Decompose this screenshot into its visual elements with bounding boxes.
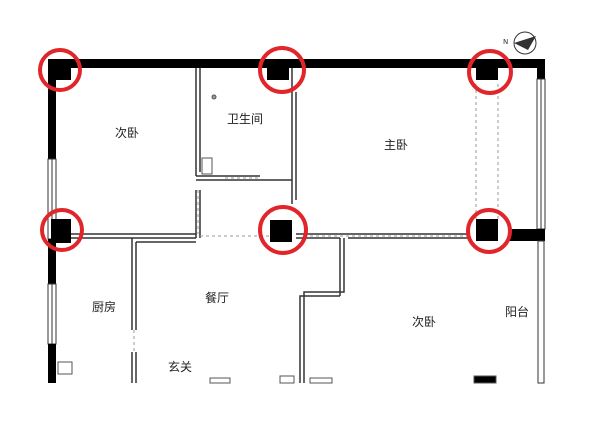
bottom-fixture-1 xyxy=(209,377,231,384)
label-secondary-bedroom-1: 次卧 xyxy=(115,126,139,140)
column-markers xyxy=(38,46,513,255)
column-mid-right xyxy=(476,219,498,241)
left-wall-mid xyxy=(48,239,56,284)
middle-horizontal-wall xyxy=(56,233,196,239)
fixtures xyxy=(57,94,497,384)
label-dining-room: 餐厅 xyxy=(205,290,229,305)
marker-top-left xyxy=(38,48,82,92)
right-wall-top xyxy=(537,59,545,79)
column-top-mid xyxy=(267,60,289,80)
dining-right-wall xyxy=(299,238,345,383)
column-top-right xyxy=(476,60,498,80)
bathroom-bottom-wall xyxy=(196,175,292,181)
bottom-fixture-3 xyxy=(279,375,295,384)
columns xyxy=(51,60,498,243)
toilet-fixture xyxy=(201,157,213,175)
marker-top-mid xyxy=(258,46,306,94)
balcony-rail xyxy=(537,240,545,384)
marker-mid-center xyxy=(258,205,308,255)
bottom-column xyxy=(473,375,497,384)
floor-drain xyxy=(211,94,217,100)
north-arrow: N xyxy=(503,31,537,55)
marker-mid-left xyxy=(40,208,84,252)
kitchen-fixture xyxy=(57,361,73,375)
compass-needle xyxy=(514,36,536,50)
label-secondary-bedroom-2: 次卧 xyxy=(412,315,436,329)
dashed-openings xyxy=(133,84,499,352)
bottom-fixture-2 xyxy=(309,377,333,384)
corridor-wall xyxy=(195,190,201,238)
room-labels: 次卧 卫生间 主卧 厨房 餐厅 玄关 次卧 阳台 xyxy=(92,112,529,374)
label-entrance: 玄关 xyxy=(168,359,192,374)
label-balcony: 阳台 xyxy=(505,304,529,319)
column-mid-center xyxy=(270,220,292,242)
left-wall-bottom xyxy=(48,344,56,383)
kitchen-lower-wall xyxy=(131,352,137,383)
master-dashed-partition xyxy=(475,84,499,220)
bathroom-walls xyxy=(195,68,297,204)
left-wall-top xyxy=(48,59,56,159)
column-top-left xyxy=(51,60,71,80)
right-wall-mid xyxy=(508,229,545,241)
kitchen-wall xyxy=(131,238,196,330)
north-label: N xyxy=(503,38,508,46)
top-wall xyxy=(48,59,545,68)
label-bathroom: 卫生间 xyxy=(227,112,263,126)
label-master-bedroom: 主卧 xyxy=(384,138,408,152)
outer-walls xyxy=(47,59,546,384)
marker-mid-right xyxy=(466,208,512,254)
marker-top-right xyxy=(467,49,513,95)
column-mid-left xyxy=(51,219,71,243)
label-kitchen: 厨房 xyxy=(92,299,116,314)
